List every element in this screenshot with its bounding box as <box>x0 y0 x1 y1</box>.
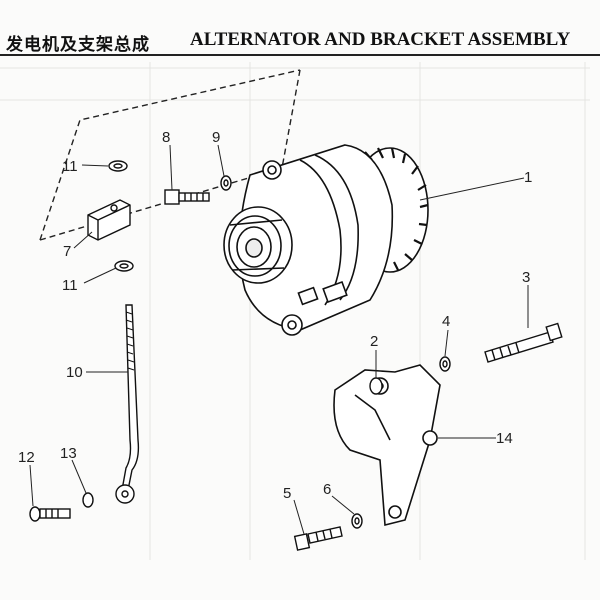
title-chinese: 发电机及支架总成 <box>6 35 150 55</box>
callout-11-bottom: 11 <box>62 277 78 294</box>
callout-9: 9 <box>212 129 220 146</box>
washer-6 <box>351 513 363 529</box>
rod-10 <box>115 304 140 504</box>
bolt-12 <box>29 506 71 522</box>
title-english: ALTERNATOR AND BRACKET ASSEMBLY <box>190 29 571 50</box>
header-rule <box>0 54 600 56</box>
washer-9 <box>220 175 232 191</box>
bolt-3 <box>484 322 563 363</box>
callout-7: 7 <box>63 243 71 260</box>
callout-3: 3 <box>522 269 530 286</box>
callout-1: 1 <box>524 169 532 186</box>
callout-11-top: 11 <box>62 158 78 175</box>
washer-13 <box>82 492 94 508</box>
callout-10: 10 <box>66 364 83 381</box>
callout-6: 6 <box>323 481 331 498</box>
alternator <box>223 144 429 336</box>
callout-labels: 1 2 3 4 5 6 7 8 9 10 11 11 12 13 14 <box>18 129 532 502</box>
callout-14: 14 <box>496 430 513 447</box>
washer-4 <box>439 356 451 372</box>
callout-2: 2 <box>370 333 378 350</box>
leader-lines <box>29 144 529 535</box>
callout-8: 8 <box>162 129 170 146</box>
callout-12: 12 <box>18 449 35 466</box>
block-7 <box>87 199 131 241</box>
nut-11-bottom <box>114 260 134 272</box>
callout-4: 4 <box>442 313 450 330</box>
bracket <box>333 364 441 527</box>
callout-5: 5 <box>283 485 291 502</box>
nut-11-top <box>108 160 128 172</box>
dashed-bracket <box>39 69 301 241</box>
bolt-5 <box>293 526 343 551</box>
sleeve-2 <box>369 377 383 395</box>
callout-13: 13 <box>60 445 77 462</box>
page-header: 发电机及支架总成 ALTERNATOR AND BRACKET ASSEMBLY <box>0 18 600 58</box>
bolt-8 <box>164 189 210 205</box>
